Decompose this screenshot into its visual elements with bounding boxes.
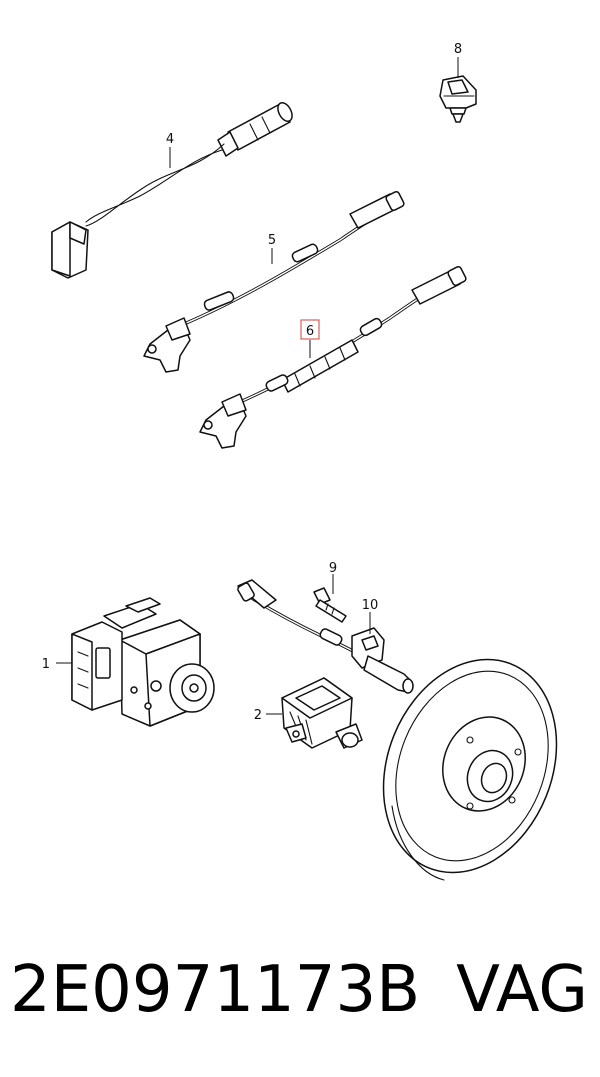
part-number-label: 2E0971173B xyxy=(10,953,421,1027)
bolt-icon xyxy=(313,587,347,623)
callout-6: 6 xyxy=(306,324,314,339)
parts-diagram: 8 4 5 xyxy=(42,42,558,881)
callout-5: 5 xyxy=(268,233,276,248)
callout-10: 10 xyxy=(362,598,379,613)
part-info-footer: 2E0971173B VAG xyxy=(0,948,600,1058)
brake-wear-sensor-icon xyxy=(51,101,293,279)
abs-control-unit-icon xyxy=(71,597,215,727)
callout-2: 2 xyxy=(254,708,262,723)
wheel-speed-sensor-icon xyxy=(199,265,467,449)
sensor-bracket-icon xyxy=(237,579,414,694)
callout-8: 8 xyxy=(454,42,462,57)
callout-9: 9 xyxy=(329,561,337,576)
callout-1: 1 xyxy=(42,657,50,672)
clip-icon xyxy=(439,75,477,123)
brake-disc-icon xyxy=(382,658,558,881)
yaw-rate-sensor-icon xyxy=(281,677,363,749)
brand-label: VAG xyxy=(456,953,588,1027)
callout-6-highlight xyxy=(300,319,320,340)
wheel-speed-sensor-icon xyxy=(143,190,405,373)
callout-4: 4 xyxy=(166,132,174,147)
